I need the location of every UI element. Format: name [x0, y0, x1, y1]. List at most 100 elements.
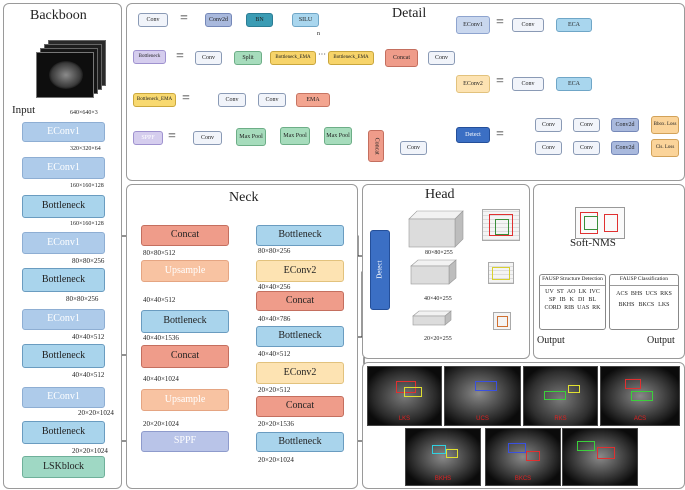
backbone-econv1-4: EConv1 [22, 309, 105, 330]
head-dim-2: 40×40×255 [424, 296, 452, 302]
key-detect: Detect [456, 127, 490, 143]
detail-maxpool-3: Max Pool [324, 127, 352, 145]
detail-sppf-concat: Concat [368, 130, 384, 162]
head-output-grid-1 [482, 209, 520, 241]
dim-7: 40×40×512 [72, 371, 105, 379]
neck-left-dim-3: 40×40×1536 [143, 334, 179, 342]
neck-left-dim-2: 40×40×512 [143, 296, 176, 304]
detail-conv2d: Conv2d [205, 13, 232, 27]
neck-left-upsample-2: Upsample [141, 389, 229, 411]
result-image-3: RKS [523, 366, 598, 426]
detail-econv2-eca: ECA [556, 77, 592, 91]
soft-nms-icon [575, 207, 625, 239]
head-output-grid-3 [493, 312, 511, 330]
result-image-7 [562, 428, 638, 486]
detail-econv1-conv: Conv [512, 18, 544, 32]
detail-n: n [317, 31, 320, 37]
detail-sppf-conv-1: Conv [193, 131, 222, 145]
detect-top-conv-1: Conv [535, 118, 562, 132]
eq-sppf: = [168, 129, 176, 144]
detail-bneck-conv-1: Conv [195, 51, 222, 65]
neck-left-dim-4: 40×40×1024 [143, 375, 179, 383]
backbone-econv1-5: EConv1 [22, 387, 105, 408]
neck-right-dim-5: 20×20×512 [258, 386, 291, 394]
input-image-stack [36, 40, 106, 102]
neck-left-upsample-1: Upsample [141, 260, 229, 282]
backbone-bottleneck-4: Bottleneck [22, 421, 105, 444]
detail-bneck-conv-2: Conv [428, 51, 455, 65]
neck-right-dim-2: 40×40×256 [258, 283, 291, 291]
input-dim: 640×640×3 [70, 110, 98, 116]
detail-ellipsis: ··· [318, 50, 326, 59]
backbone-bottleneck-3: Bottleneck [22, 344, 105, 368]
head-detect: Detect [370, 230, 390, 310]
neck-left-dim-5: 20×20×1024 [143, 420, 179, 428]
backbone-econv1-2: EConv1 [22, 157, 105, 179]
head-title: Head [425, 187, 455, 202]
dim-4: 80×80×256 [72, 257, 105, 265]
neck-title: Neck [229, 190, 259, 205]
neck-left-bottleneck: Bottleneck [141, 310, 229, 333]
result-image-1: LKS [367, 366, 442, 426]
detail-econv2-conv: Conv [512, 77, 544, 91]
neck-right-concat-2: Concat [256, 396, 344, 417]
detail-bema-conv-1: Conv [218, 93, 246, 107]
detect-bottom-conv-2: Conv [573, 141, 600, 155]
output-label-right: Output [647, 335, 675, 346]
detail-ema: EMA [296, 93, 330, 107]
detail-bn: BN [246, 13, 273, 27]
backbone-econv1-1: EConv1 [22, 122, 105, 142]
neck-left-concat-1: Concat [141, 225, 229, 246]
head-dim-3: 20×20×255 [424, 336, 452, 342]
neck-right-econv2-1: EConv2 [256, 260, 344, 282]
neck-right-dim-1: 80×80×256 [258, 247, 291, 255]
dim-1: 320×320×64 [70, 146, 101, 152]
backbone-lskblock: LSKblock [22, 456, 105, 478]
head-output-grid-2 [488, 262, 514, 284]
key-conv: Conv [138, 13, 168, 27]
detail-econv1-eca: ECA [556, 18, 592, 32]
key-sppf: SPPF [133, 131, 163, 145]
detail-maxpool-2: Max Pool [280, 127, 310, 145]
detect-cls-loss: Cls. Loss [651, 139, 679, 157]
neck-right-dim-3: 40×40×786 [258, 315, 291, 323]
eq-detect: = [496, 127, 504, 142]
detail-bneck-ema-2: Bottleneck_EMA [328, 51, 374, 65]
neck-right-econv2-2: EConv2 [256, 362, 344, 384]
neck-right-dim-4: 40×40×512 [258, 350, 291, 358]
detect-bottom-conv2d: Conv2d [611, 141, 639, 155]
detail-bneck-concat: Concat [385, 49, 418, 67]
detail-bneck-ema-1: Bottleneck_EMA [270, 51, 316, 65]
backbone-bottleneck-1: Bottleneck [22, 195, 105, 218]
result-image-5: BKHS [405, 428, 481, 486]
result-image-2: UCS [444, 366, 521, 426]
dim-3: 160×160×128 [70, 221, 104, 227]
eq-econv2: = [496, 74, 504, 89]
neck-right-concat-1: Concat [256, 291, 344, 311]
eq-bema: = [182, 91, 190, 106]
result-image-4: ACS [600, 366, 680, 426]
detect-bbox-loss: Bbox. Loss [651, 116, 679, 134]
detail-silu: SILU [292, 13, 319, 27]
eq-conv: = [180, 11, 188, 26]
head-dim-1: 80×80×255 [425, 250, 453, 256]
eq-bottleneck: = [176, 49, 184, 64]
output-label-left: Output [537, 335, 565, 346]
fausp-classification-title: FAUSP Classification [610, 276, 678, 286]
backbone-econv1-3: EConv1 [22, 232, 105, 254]
dim-8: 20×20×1024 [78, 409, 114, 417]
dim-5: 80×80×256 [66, 295, 99, 303]
detail-split: Split [234, 51, 262, 65]
detail-title: Detail [392, 6, 427, 21]
soft-nms-label: Soft-NMS [570, 237, 616, 249]
eq-econv1: = [496, 15, 504, 30]
feature-map-cuboids [408, 210, 464, 326]
neck-right-bottleneck-2: Bottleneck [256, 326, 344, 347]
neck-right-dim-6: 20×20×1536 [258, 420, 294, 428]
detail-maxpool-1: Max Pool [236, 128, 266, 146]
key-bottleneck: Bottleneck [133, 50, 166, 64]
key-bottleneck-ema: Bottleneck_EMA [133, 93, 176, 107]
detect-top-conv-2: Conv [573, 118, 600, 132]
